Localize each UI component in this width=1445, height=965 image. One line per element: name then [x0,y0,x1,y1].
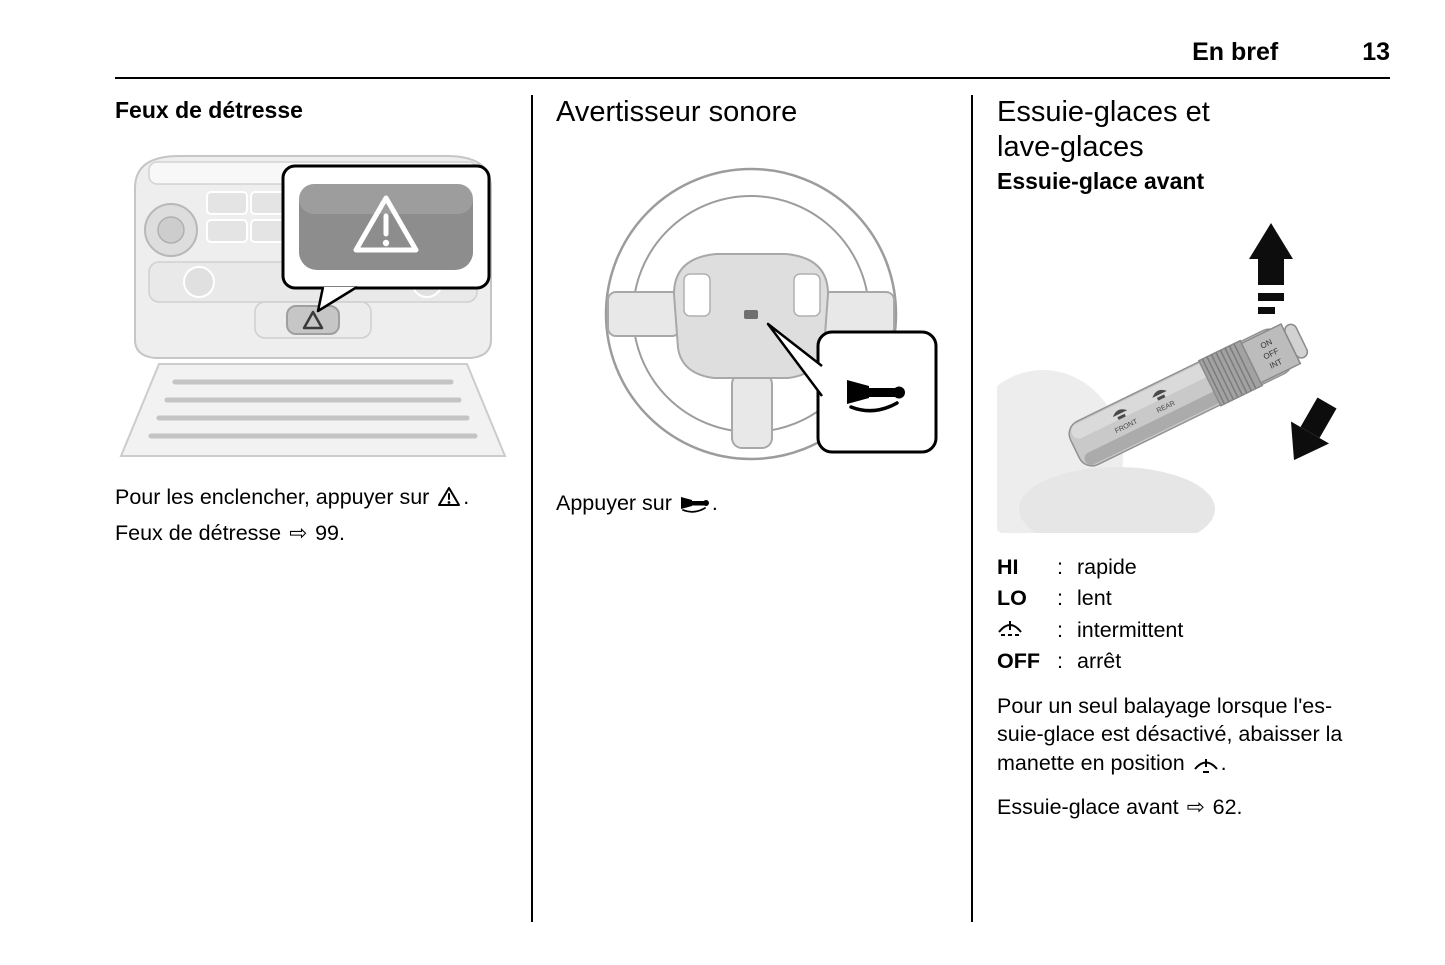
legend-term-hi: HI [997,554,1019,579]
wiper-stalk-illustration: FRONT REAR ON OFF INT [997,213,1390,533]
legend-term-intermittent [997,617,1057,643]
wipers-title-line2: lave-glaces [997,131,1144,164]
legend-term-off: OFF [997,648,1040,673]
legend-colon: : [1057,617,1063,642]
dashboard-drawing [119,155,507,457]
hazard-ref-page: 99. [309,521,345,546]
paragraph-text: manette en position [997,750,1191,775]
stalk-up-arrow [1249,222,1293,314]
wiper-mode-legend: HI : rapide LO : lent : intermittent OFF… [997,555,1390,674]
paragraph-line: Pour un seul balayage lorsque l'es- [997,693,1333,718]
legend-colon: : [1057,554,1063,579]
hazard-triangle-small-icon [302,310,324,330]
hazard-ref-text: Feux de détresse [115,521,288,546]
callout-pointer [766,323,823,398]
header-page-number: 13 [1362,38,1390,66]
hazard-triangle-large-icon [353,195,419,253]
horn-caption: Appuyer sur . [556,489,940,517]
hazard-section-title: Feux de détresse [115,97,303,123]
legend-def-off: arrêt [1077,648,1122,673]
wipers-reference: Essuie-glace avant ⇨ 62. [997,793,1390,821]
hazard-icon [438,487,461,506]
wiper-stalk-drawing: FRONT REAR ON OFF INT [997,222,1337,533]
column-divider-2 [971,95,973,922]
paragraph-period: . [1220,750,1227,775]
wiper-single-icon [1193,758,1218,773]
paragraph-line: suie-glace est désactivé, abaisser la [997,722,1343,747]
ref-arrow: ⇨ [289,521,308,546]
legend-colon: : [1057,585,1063,610]
hazard-illustration [115,144,511,459]
horn-illustration [556,152,940,477]
ref-arrow: ⇨ [1186,794,1205,819]
paragraph-line: manette en position . [997,749,1390,777]
page-header: En bref 13 [115,38,1390,67]
hazard-reference: Feux de détresse ⇨ 99. [115,519,511,547]
horn-caption-text: Appuyer sur [556,491,678,516]
legend-def-intermittent: intermittent [1077,617,1184,642]
wipers-section-title: Essuie-glaces et lave-glaces [997,95,1390,166]
wipers-ref-text: Essuie-glace avant [997,794,1185,819]
hazard-button-small [286,305,340,335]
wipers-ref-page: 62. [1206,794,1243,819]
stalk-down-arrow [1290,397,1337,460]
hazard-caption-text: Pour les enclencher, appuyer sur [115,485,436,509]
front-wiper-subtitle: Essuie-glace avant [997,167,1205,194]
horn-icon [680,497,709,514]
horn-icon [847,380,905,413]
hazard-caption-period: . [463,485,470,509]
wiper-intermittent-icon [998,620,1022,636]
header-section-title: En bref [1192,38,1279,66]
horn-caption-period: . [711,491,718,516]
column-horn: Avertisseur sonore [556,95,940,518]
column-divider-1 [531,95,533,922]
horn-section-title: Avertisseur sonore [556,96,798,128]
single-wipe-paragraph: Pour un seul balayage lorsque l'es- suie… [997,692,1390,777]
legend-term-lo: LO [997,585,1027,610]
column-wipers: Essuie-glaces et lave-glaces Essuie-glac… [997,95,1390,821]
legend-def-lo: lent [1077,585,1112,610]
wipers-title-line1: Essuie-glaces et [997,96,1210,128]
header-rule [115,77,1390,79]
legend-def-hi: rapide [1077,554,1137,579]
callout-pointer [316,285,358,313]
hazard-caption: Pour les enclencher, appuyer sur . [115,483,511,511]
column-hazard-lights: Feux de détresse [115,95,511,548]
wiper-stalk-lever: FRONT REAR ON OFF INT [1068,322,1309,467]
horn-pad-mark [744,310,758,320]
steering-wheel-drawing [604,168,938,461]
legend-colon: : [1057,648,1063,673]
